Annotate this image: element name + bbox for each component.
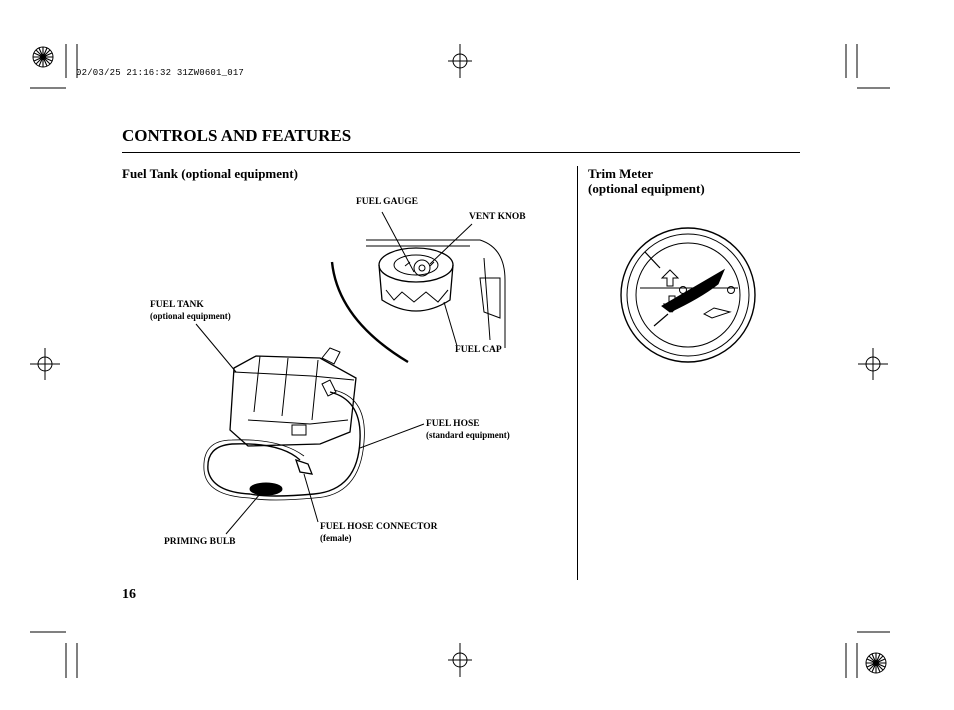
starburst-target-top-left [32, 46, 54, 68]
fuel-hose-label-note: (standard equipment) [426, 430, 510, 440]
registration-target-bottom [448, 643, 472, 677]
fuel-hose-connector-label-note: (female) [320, 533, 352, 543]
vent-knob-label: VENT KNOB [469, 212, 526, 222]
fuel-tank-heading: Fuel Tank (optional equipment) [122, 166, 298, 181]
starburst-target-bottom-right [865, 652, 887, 674]
section-title: CONTROLS AND FEATURES [122, 126, 352, 145]
registration-target-top [448, 44, 472, 78]
fuel-cap-label: FUEL CAP [455, 345, 502, 355]
priming-bulb-label: PRIMING BULB [164, 537, 236, 547]
fuel-tank-label: FUEL TANK (optional equipment) [150, 300, 231, 322]
header-rule [122, 152, 800, 153]
fuel-tank-label-name: FUEL TANK [150, 300, 204, 310]
registration-target-left [30, 348, 60, 380]
fuel-hose-connector-label-name: FUEL HOSE CONNECTOR [320, 522, 438, 532]
trim-meter-heading-line2: (optional equipment) [588, 181, 705, 196]
trim-meter-heading: Trim Meter (optional equipment) [588, 166, 705, 196]
fuel-hose-connector-label: FUEL HOSE CONNECTOR (female) [320, 522, 438, 544]
fuel-gauge-label: FUEL GAUGE [356, 197, 419, 207]
page-number: 16 [122, 587, 136, 602]
fuel-tank-label-note: (optional equipment) [150, 311, 231, 321]
column-divider [577, 166, 578, 580]
trim-meter-heading-line1: Trim Meter [588, 166, 654, 181]
fuel-hose-label: FUEL HOSE (standard equipment) [426, 419, 510, 441]
print-stamp: 02/03/25 21:16:32 31ZW0601_017 [76, 68, 245, 78]
registration-target-right [858, 348, 888, 380]
fuel-hose-label-name: FUEL HOSE [426, 419, 480, 429]
